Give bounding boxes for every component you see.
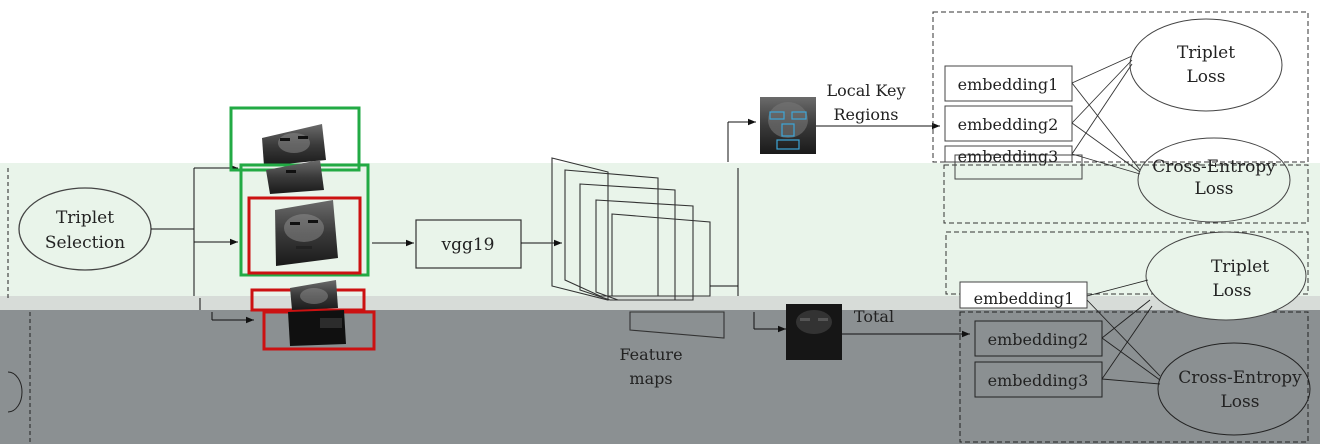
local-embedding1-box — [944, 65, 1073, 102]
local-embedding-boxes — [944, 65, 1083, 180]
local-cross-entropy-loss-node — [1137, 137, 1291, 223]
feature-maps-label-2: maps — [629, 369, 672, 388]
total-embedding-boxes — [959, 281, 1103, 398]
local-triplet-loss-node — [1129, 18, 1283, 112]
total-triplet-loss-label-2: Loss — [1213, 281, 1252, 301]
total-cross-entropy-loss-label-1: Cross-Entropy — [1178, 368, 1302, 388]
total-connections — [1086, 279, 1161, 385]
triplet-selection-label-2: Selection — [45, 233, 125, 253]
total-embedding3-label: embedding3 — [988, 371, 1089, 390]
local-key-regions-label-1: Local Key — [827, 81, 906, 100]
total-embedding3-box — [974, 361, 1103, 398]
total-triplet-loss-node — [1145, 231, 1307, 321]
local-embedding2-label: embedding2 — [958, 115, 1059, 134]
total-triplet-loss-label-1: Triplet — [1211, 257, 1269, 277]
local-cross-entropy-loss-label-1: Cross-Entropy — [1152, 157, 1276, 177]
face-image-positive — [275, 200, 338, 266]
face-image-anchor — [262, 124, 326, 166]
local-embedding3-box-fragment — [954, 154, 1083, 180]
local-embedding1-label: embedding1 — [958, 75, 1059, 94]
local-connections — [1071, 55, 1141, 175]
local-key-regions-label-2: Regions — [833, 105, 898, 124]
total-loss-group-upper — [945, 231, 1309, 295]
positive-frame-red — [247, 196, 362, 275]
background-band-light — [0, 163, 1320, 298]
local-loss-group-lower — [943, 164, 1309, 224]
total-label: Total — [854, 307, 894, 326]
partial-ellipse — [7, 371, 23, 413]
vgg19-box — [415, 219, 522, 269]
face-image-total — [786, 304, 842, 360]
local-loss-group — [932, 11, 1309, 163]
feature-maps-label-1: Feature — [619, 345, 682, 364]
local-triplet-loss-label-1: Triplet — [1177, 43, 1235, 63]
local-embedding3-label: embedding3 — [958, 147, 1059, 166]
face-image-local-keypoints — [760, 97, 816, 154]
total-cross-entropy-loss-label-2: Loss — [1221, 392, 1260, 412]
total-embedding2-label: embedding2 — [988, 330, 1089, 349]
triplet-selection-label-1: Triplet — [56, 208, 114, 228]
total-embedding1-box — [959, 281, 1088, 309]
local-cross-entropy-loss-label-2: Loss — [1195, 179, 1234, 199]
face-image-negative — [288, 280, 346, 346]
face-image-anchor-fragment — [266, 160, 324, 194]
total-embedding1-label: embedding1 — [974, 289, 1075, 308]
triplet-selection-node — [18, 187, 152, 271]
total-cross-entropy-loss-node — [1157, 342, 1311, 436]
feature-maps-stack — [551, 157, 725, 339]
vgg19-label: vgg19 — [440, 235, 494, 255]
local-triplet-loss-label-2: Loss — [1187, 67, 1226, 87]
